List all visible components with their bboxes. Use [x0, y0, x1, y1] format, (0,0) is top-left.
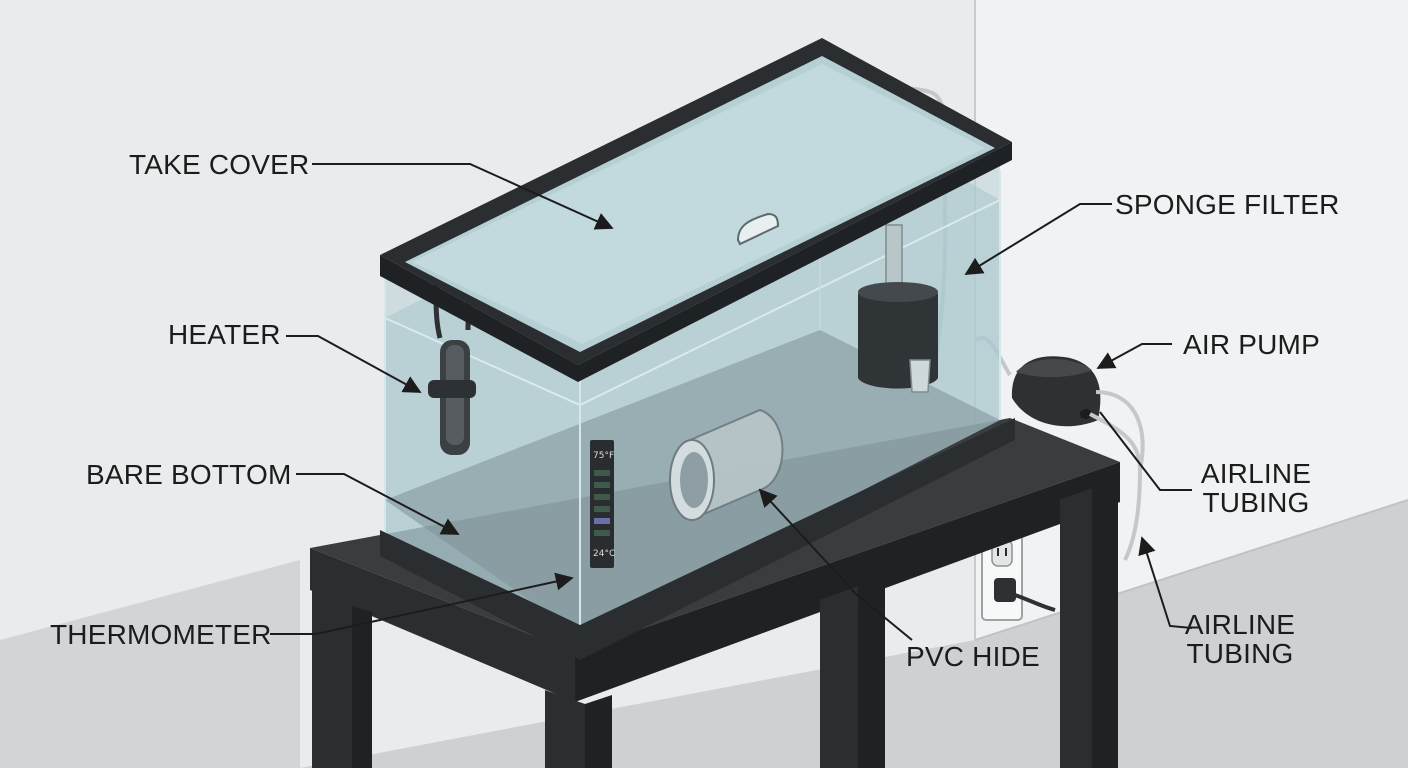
heater-icon — [428, 219, 476, 455]
sponge-filter-icon — [858, 224, 938, 393]
air-pump-icon — [1011, 356, 1101, 427]
label-airline-tubing-lower: AIRLINE TUBING — [1180, 610, 1300, 668]
label-airline-tubing-upper-line2: TUBING — [1202, 487, 1310, 518]
thermometer-top-reading: 75°F — [593, 451, 614, 461]
label-airline-tubing-upper-line1: AIRLINE — [1200, 458, 1312, 489]
label-air-pump: AIR PUMP — [1183, 329, 1320, 360]
label-airline-tubing-lower-line2: TUBING — [1186, 638, 1294, 669]
label-airline-tubing-lower-line1: AIRLINE — [1184, 609, 1296, 640]
label-airline-tubing-upper: AIRLINE TUBING — [1196, 459, 1316, 517]
label-bare-bottom: BARE BOTTOM — [86, 459, 292, 490]
label-sponge-filter: SPONGE FILTER — [1115, 189, 1340, 220]
thermometer-bottom-reading: 24°C — [593, 549, 615, 559]
label-tank-cover: TAKE COVER — [129, 149, 310, 180]
leader-lines — [270, 163, 1193, 641]
plug-icon — [994, 578, 1056, 612]
label-pvc-hide: PVC HIDE — [906, 641, 1040, 672]
label-thermometer: THERMOMETER — [50, 619, 272, 650]
label-heater: HEATER — [168, 319, 281, 350]
tank-cover — [380, 38, 1012, 382]
thermometer-strip-icon: 75°F 24°C — [590, 440, 615, 568]
